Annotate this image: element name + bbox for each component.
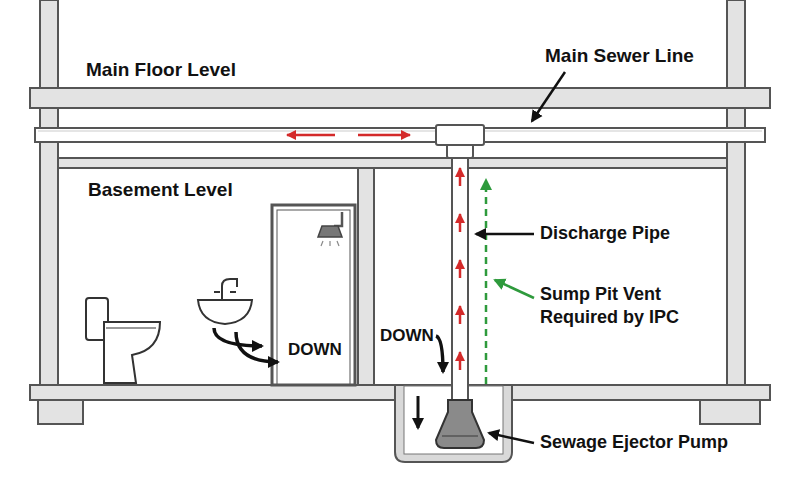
pump-label: Sewage Ejector Pump xyxy=(540,431,728,454)
shower-stall-part xyxy=(277,210,350,385)
sink-part xyxy=(198,300,252,324)
building-structure-part xyxy=(58,158,727,168)
discharge-pipe-part xyxy=(452,145,468,407)
drain-flow-arrows-part xyxy=(436,336,443,372)
shower-stall-part xyxy=(334,212,342,226)
vent-label: Sump Pit Vent Required by IPC xyxy=(540,283,720,328)
leader-lines-part xyxy=(532,72,565,121)
flow-arrows-red-part xyxy=(287,134,335,137)
flow-arrows-red-part xyxy=(459,168,462,186)
flow-arrows-red-part xyxy=(459,352,462,370)
shower-stall xyxy=(272,205,355,385)
building-structure-part xyxy=(40,0,58,400)
flow-arrows-red-part xyxy=(358,134,410,137)
main-sewer-pipe-part xyxy=(38,130,762,132)
building-structure-part xyxy=(38,400,83,424)
discharge-pipe-part xyxy=(436,125,484,145)
flow-direction-label: DOWN xyxy=(288,339,342,360)
vent-line xyxy=(486,180,487,384)
sink xyxy=(198,279,252,324)
flow-arrows-red-part xyxy=(459,214,462,232)
ejector-pump-part xyxy=(436,400,484,448)
building-structure-part xyxy=(358,168,374,385)
building-structure xyxy=(30,0,770,424)
building-structure-part xyxy=(727,0,745,400)
ejector-pump-part xyxy=(442,435,478,437)
shower-stall-part xyxy=(272,205,355,385)
building-structure-part xyxy=(30,88,770,108)
drain-flow-arrows-part xyxy=(236,332,278,362)
vent-line-part xyxy=(485,180,488,384)
flow-arrows-red-part xyxy=(459,260,462,278)
main-sewer-pipe-part xyxy=(35,128,765,142)
sink-part xyxy=(214,291,236,293)
leader-lines xyxy=(476,72,565,443)
discharge-pipe xyxy=(436,125,484,407)
level-label: Basement Level xyxy=(88,178,233,202)
pipe-label: Main Sewer Line xyxy=(545,44,694,68)
level-label: Main Floor Level xyxy=(86,58,236,82)
toilet-part xyxy=(106,327,156,328)
toilet-part xyxy=(104,322,160,383)
leader-lines-part xyxy=(495,280,534,298)
building-structure-part xyxy=(700,400,760,424)
leader-lines-part xyxy=(476,233,534,236)
toilet xyxy=(86,298,160,383)
sink-part xyxy=(222,279,237,300)
flow-arrows-red xyxy=(287,135,460,370)
pipe-label: Discharge Pipe xyxy=(540,222,670,245)
flow-direction-label: DOWN xyxy=(380,325,434,346)
main-sewer-pipe xyxy=(35,128,765,142)
shower-stall-part xyxy=(318,226,342,237)
flow-arrows-red-part xyxy=(459,306,462,324)
shower-stall-part xyxy=(321,241,339,246)
sump-pit-part xyxy=(417,396,420,428)
ejector-pump xyxy=(436,400,484,448)
leader-lines-part xyxy=(489,433,534,443)
